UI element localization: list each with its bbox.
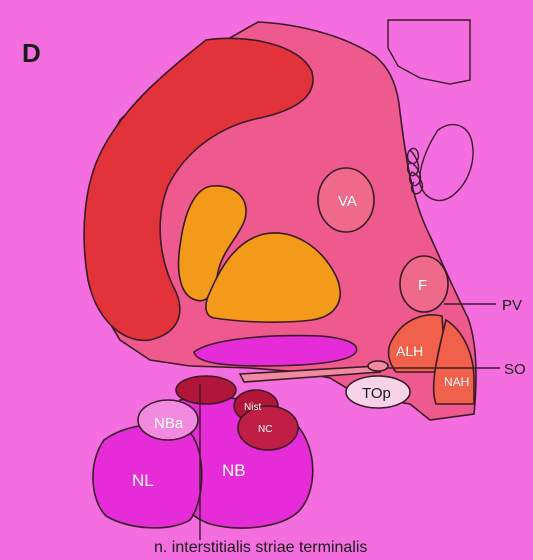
f-label: F [418, 277, 427, 294]
nist-label: Nist [244, 402, 261, 413]
nist-region-upper [176, 376, 236, 404]
top-label: TOp [362, 385, 391, 402]
va-label: VA [338, 193, 357, 210]
nah-label: NAH [444, 375, 469, 389]
panel-letter: D [22, 38, 41, 68]
nba-label: NBa [154, 415, 184, 432]
nb-label: NB [222, 461, 246, 480]
nc-label: NC [258, 424, 272, 435]
pv-label: PV [502, 297, 522, 314]
so-marker [368, 361, 388, 371]
alh-label: ALH [396, 343, 423, 359]
figure-caption: n. interstitialis striae terminalis [154, 539, 367, 556]
nl-label: NL [132, 471, 154, 490]
so-label: SO [504, 361, 526, 378]
